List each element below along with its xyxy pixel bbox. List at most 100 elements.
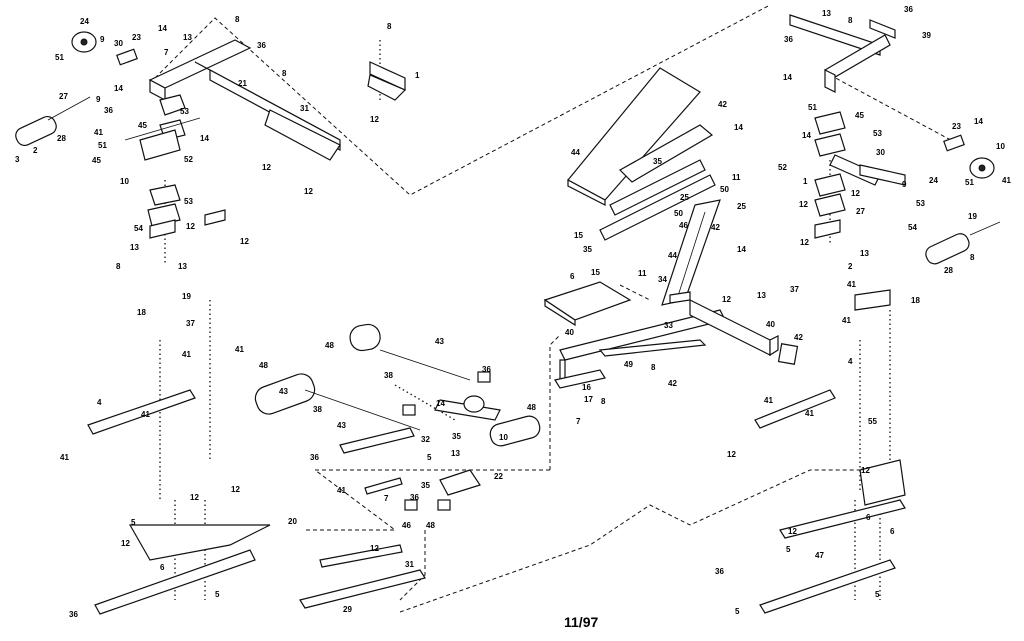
callout-label: 12 [304,187,313,196]
callout-label: 38 [384,371,393,380]
callout-label: 35 [421,481,430,490]
callout-label: 38 [313,405,322,414]
callout-label: 54 [908,223,917,232]
callout-label: 40 [565,328,574,337]
callout-label: 13 [183,33,192,42]
callout-label: 42 [794,333,803,342]
callout-label: 30 [876,148,885,157]
callout-label: 9 [96,95,101,104]
callout-label: 7 [576,417,581,426]
callout-label: 42 [718,100,727,109]
callout-label: 30 [114,39,123,48]
callout-label: 8 [601,397,606,406]
callout-label: 28 [944,266,953,275]
callout-label: 16 [582,383,591,392]
right-upper-frame [789,14,1001,265]
callout-label: 12 [851,189,860,198]
callout-label: 17 [584,395,593,404]
callout-label: 12 [727,450,736,459]
callout-label: 12 [799,200,808,209]
callout-label: 18 [137,308,146,317]
callout-label: 14 [802,131,811,140]
callout-label: 41 [764,396,773,405]
callout-label: 36 [715,567,724,576]
callout-label: 42 [711,223,720,232]
callout-label: 14 [734,123,743,132]
callout-label: 48 [426,521,435,530]
callout-label: 48 [259,361,268,370]
callout-label: 50 [720,185,729,194]
callout-label: 51 [98,141,107,150]
callout-label: 5 [875,590,880,599]
callout-label: 43 [337,421,346,430]
callout-label: 25 [737,202,746,211]
callout-label: 21 [238,79,247,88]
callout-label: 41 [842,316,851,325]
callout-label: 11 [732,173,741,182]
callout-label: 33 [664,321,673,330]
callout-label: 10 [996,142,1005,151]
callout-label: 51 [808,103,817,112]
callout-label: 10 [499,433,508,442]
callout-label: 9 [100,35,105,44]
callout-label: 13 [130,243,139,252]
callout-label: 25 [680,193,689,202]
callout-label: 36 [310,453,319,462]
callout-label: 36 [104,106,113,115]
callout-label: 29 [343,605,352,614]
callout-label: 45 [855,111,864,120]
callout-label: 8 [235,15,240,24]
callout-label: 53 [180,107,189,116]
callout-label: 51 [55,53,64,62]
callout-label: 12 [186,222,195,231]
callout-label: 3 [15,155,20,164]
callout-label: 13 [178,262,187,271]
callout-label: 41 [337,486,346,495]
callout-label: 2 [848,262,853,271]
callout-label: 45 [92,156,101,165]
callout-label: 12 [370,115,379,124]
callout-label: 41 [1002,176,1011,185]
callout-label: 14 [114,84,123,93]
callout-label: 36 [410,493,419,502]
callout-label: 9 [902,180,907,189]
callout-label: 53 [873,129,882,138]
callout-label: 35 [452,432,461,441]
back-pad-assembly [567,67,721,306]
callout-label: 41 [235,345,244,354]
callout-label: 27 [59,92,68,101]
callout-label: 8 [116,262,121,271]
callout-label: 12 [190,493,199,502]
callout-label: 44 [668,251,677,260]
callout-label: 1 [803,177,808,186]
callout-label: 14 [158,24,167,33]
left-upper-frame [15,31,407,239]
callout-label: 15 [574,231,583,240]
callout-label: 40 [766,320,775,329]
callout-label: 51 [965,178,974,187]
callout-label: 37 [186,319,195,328]
callout-label: 11 [638,269,647,278]
callouts: 24 9 8 13 36 14 23 30 7 51 8 1 21 9 27 1… [15,5,1011,619]
callout-label: 2 [33,146,38,155]
callout-label: 7 [164,48,169,57]
callout-label: 41 [805,409,814,418]
callout-label: 24 [80,17,89,26]
callout-label: 52 [184,155,193,164]
callout-label: 13 [451,449,460,458]
callout-label: 41 [847,280,856,289]
callout-label: 35 [653,157,662,166]
callout-label: 5 [735,607,740,616]
callout-label: 12 [121,539,130,548]
callout-label: 12 [370,544,379,553]
callout-label: 49 [624,360,633,369]
callout-label: 19 [182,292,191,301]
callout-label: 12 [722,295,731,304]
callout-label: 7 [384,494,389,503]
callout-label: 39 [922,31,931,40]
callout-label: 12 [861,466,870,475]
callout-label: 8 [970,253,975,262]
callout-label: 14 [783,73,792,82]
callout-label: 32 [421,435,430,444]
